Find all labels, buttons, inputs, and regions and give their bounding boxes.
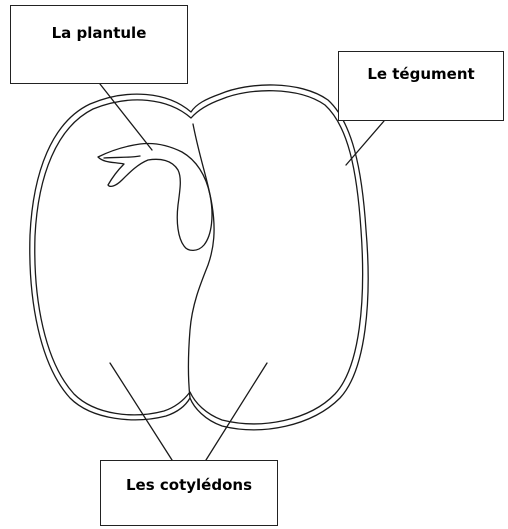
- plantule-leaf-vein: [104, 156, 140, 158]
- plantule-label-box: La plantule: [10, 5, 188, 84]
- cotyledons-label: Les cotylédons: [101, 478, 277, 493]
- tegument-label: Le tégument: [339, 67, 503, 82]
- plantule-label: La plantule: [11, 26, 187, 41]
- seed-coat-inner: [35, 91, 363, 424]
- cotyledon-right-pointer-line: [206, 363, 267, 460]
- cotyledons-label-box: Les cotylédons: [100, 460, 278, 526]
- tegument-label-box: Le tégument: [338, 51, 504, 121]
- cotyledon-division: [189, 124, 215, 398]
- plantule-shape: [98, 143, 212, 250]
- tegument-pointer-line: [346, 121, 384, 165]
- seed-coat-outer: [30, 85, 368, 430]
